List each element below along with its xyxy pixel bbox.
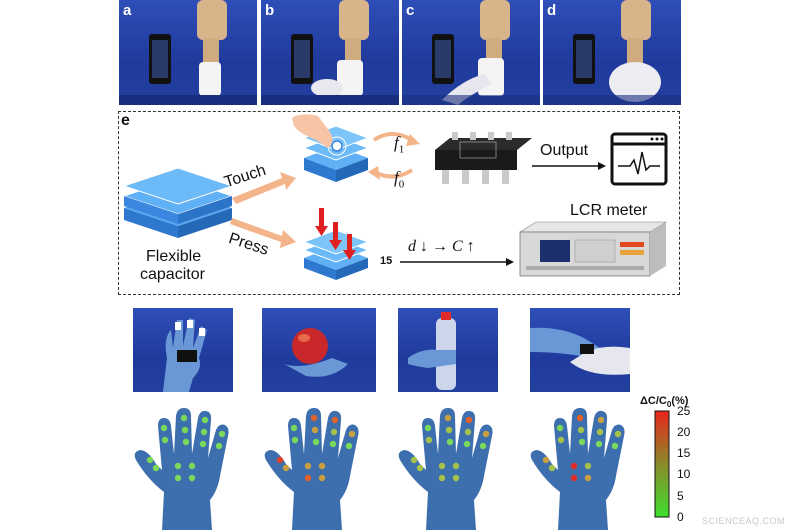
photo-b: b	[261, 0, 399, 105]
capacitor-label-line1: Flexible	[146, 248, 202, 265]
watermark: SCIENCEAQ.COM	[702, 516, 786, 526]
pin-label: 15	[380, 255, 393, 267]
f1-subscript: 1	[398, 143, 405, 156]
photo-h-scene	[408, 312, 456, 390]
photo-h: h	[398, 308, 498, 392]
panel-label-d: d	[547, 2, 557, 19]
photo-b-scene	[261, 0, 399, 105]
photo-f-scene	[163, 318, 207, 392]
colorbar	[654, 410, 670, 518]
panel-e-graphics	[122, 114, 668, 280]
colorbar-tick-15: 15	[677, 446, 691, 460]
glove-i	[530, 408, 625, 530]
f0-label: f0	[394, 168, 405, 191]
photo-c: c	[402, 0, 540, 105]
photo-f: f	[133, 308, 233, 392]
photo-i: i	[530, 308, 630, 392]
colorbar-tick-25: 25	[677, 404, 691, 418]
monitor-icon	[610, 132, 668, 186]
panel-label-b: b	[265, 2, 275, 19]
f1-label: f1	[394, 133, 405, 156]
photo-a: a	[119, 0, 257, 105]
panel-label-e: e	[121, 112, 130, 129]
glove-heatmaps	[134, 408, 625, 530]
colorbar-tick-10: 10	[677, 467, 691, 481]
colorbar-tick-0: 0	[677, 510, 684, 524]
glove-g	[264, 408, 359, 530]
flexible-capacitor-icon	[122, 167, 234, 238]
photo-g-scene	[284, 328, 348, 377]
output-label: Output	[540, 142, 589, 159]
panel-label-c: c	[406, 2, 415, 19]
press-arrow-icon	[230, 218, 296, 248]
colorbar-title: ΔC/C0(%)	[640, 395, 689, 410]
capacitor-label-line2: capacitor	[140, 266, 205, 283]
colorbar-title-sub: 0	[666, 400, 672, 410]
glove-f	[134, 408, 229, 530]
photo-d: d	[543, 0, 681, 105]
colorbar-tick-20: 20	[677, 425, 691, 439]
chip-icon	[435, 132, 532, 184]
photo-c-scene	[402, 0, 540, 105]
pressure-arrows-icon	[315, 208, 356, 260]
f0-arrow-icon	[373, 168, 414, 179]
touch-arrow-icon	[232, 172, 296, 204]
photo-i-scene	[530, 327, 630, 375]
f1-arrow-icon	[372, 132, 414, 142]
photo-a-scene	[119, 0, 257, 105]
lcr-meter-label: LCR meter	[570, 202, 648, 219]
photo-d-scene	[543, 0, 681, 105]
colorbar-tick-5: 5	[677, 489, 684, 503]
glove-h	[398, 408, 493, 530]
photo-g: g	[262, 308, 376, 392]
lcr-meter-icon	[518, 221, 668, 277]
panel-label-a: a	[123, 2, 132, 19]
panel-e-diagram	[118, 111, 680, 295]
finger-icon	[292, 114, 333, 148]
f0-subscript: 0	[398, 178, 405, 191]
relation-label: d ↓ → C ↑	[408, 238, 475, 255]
